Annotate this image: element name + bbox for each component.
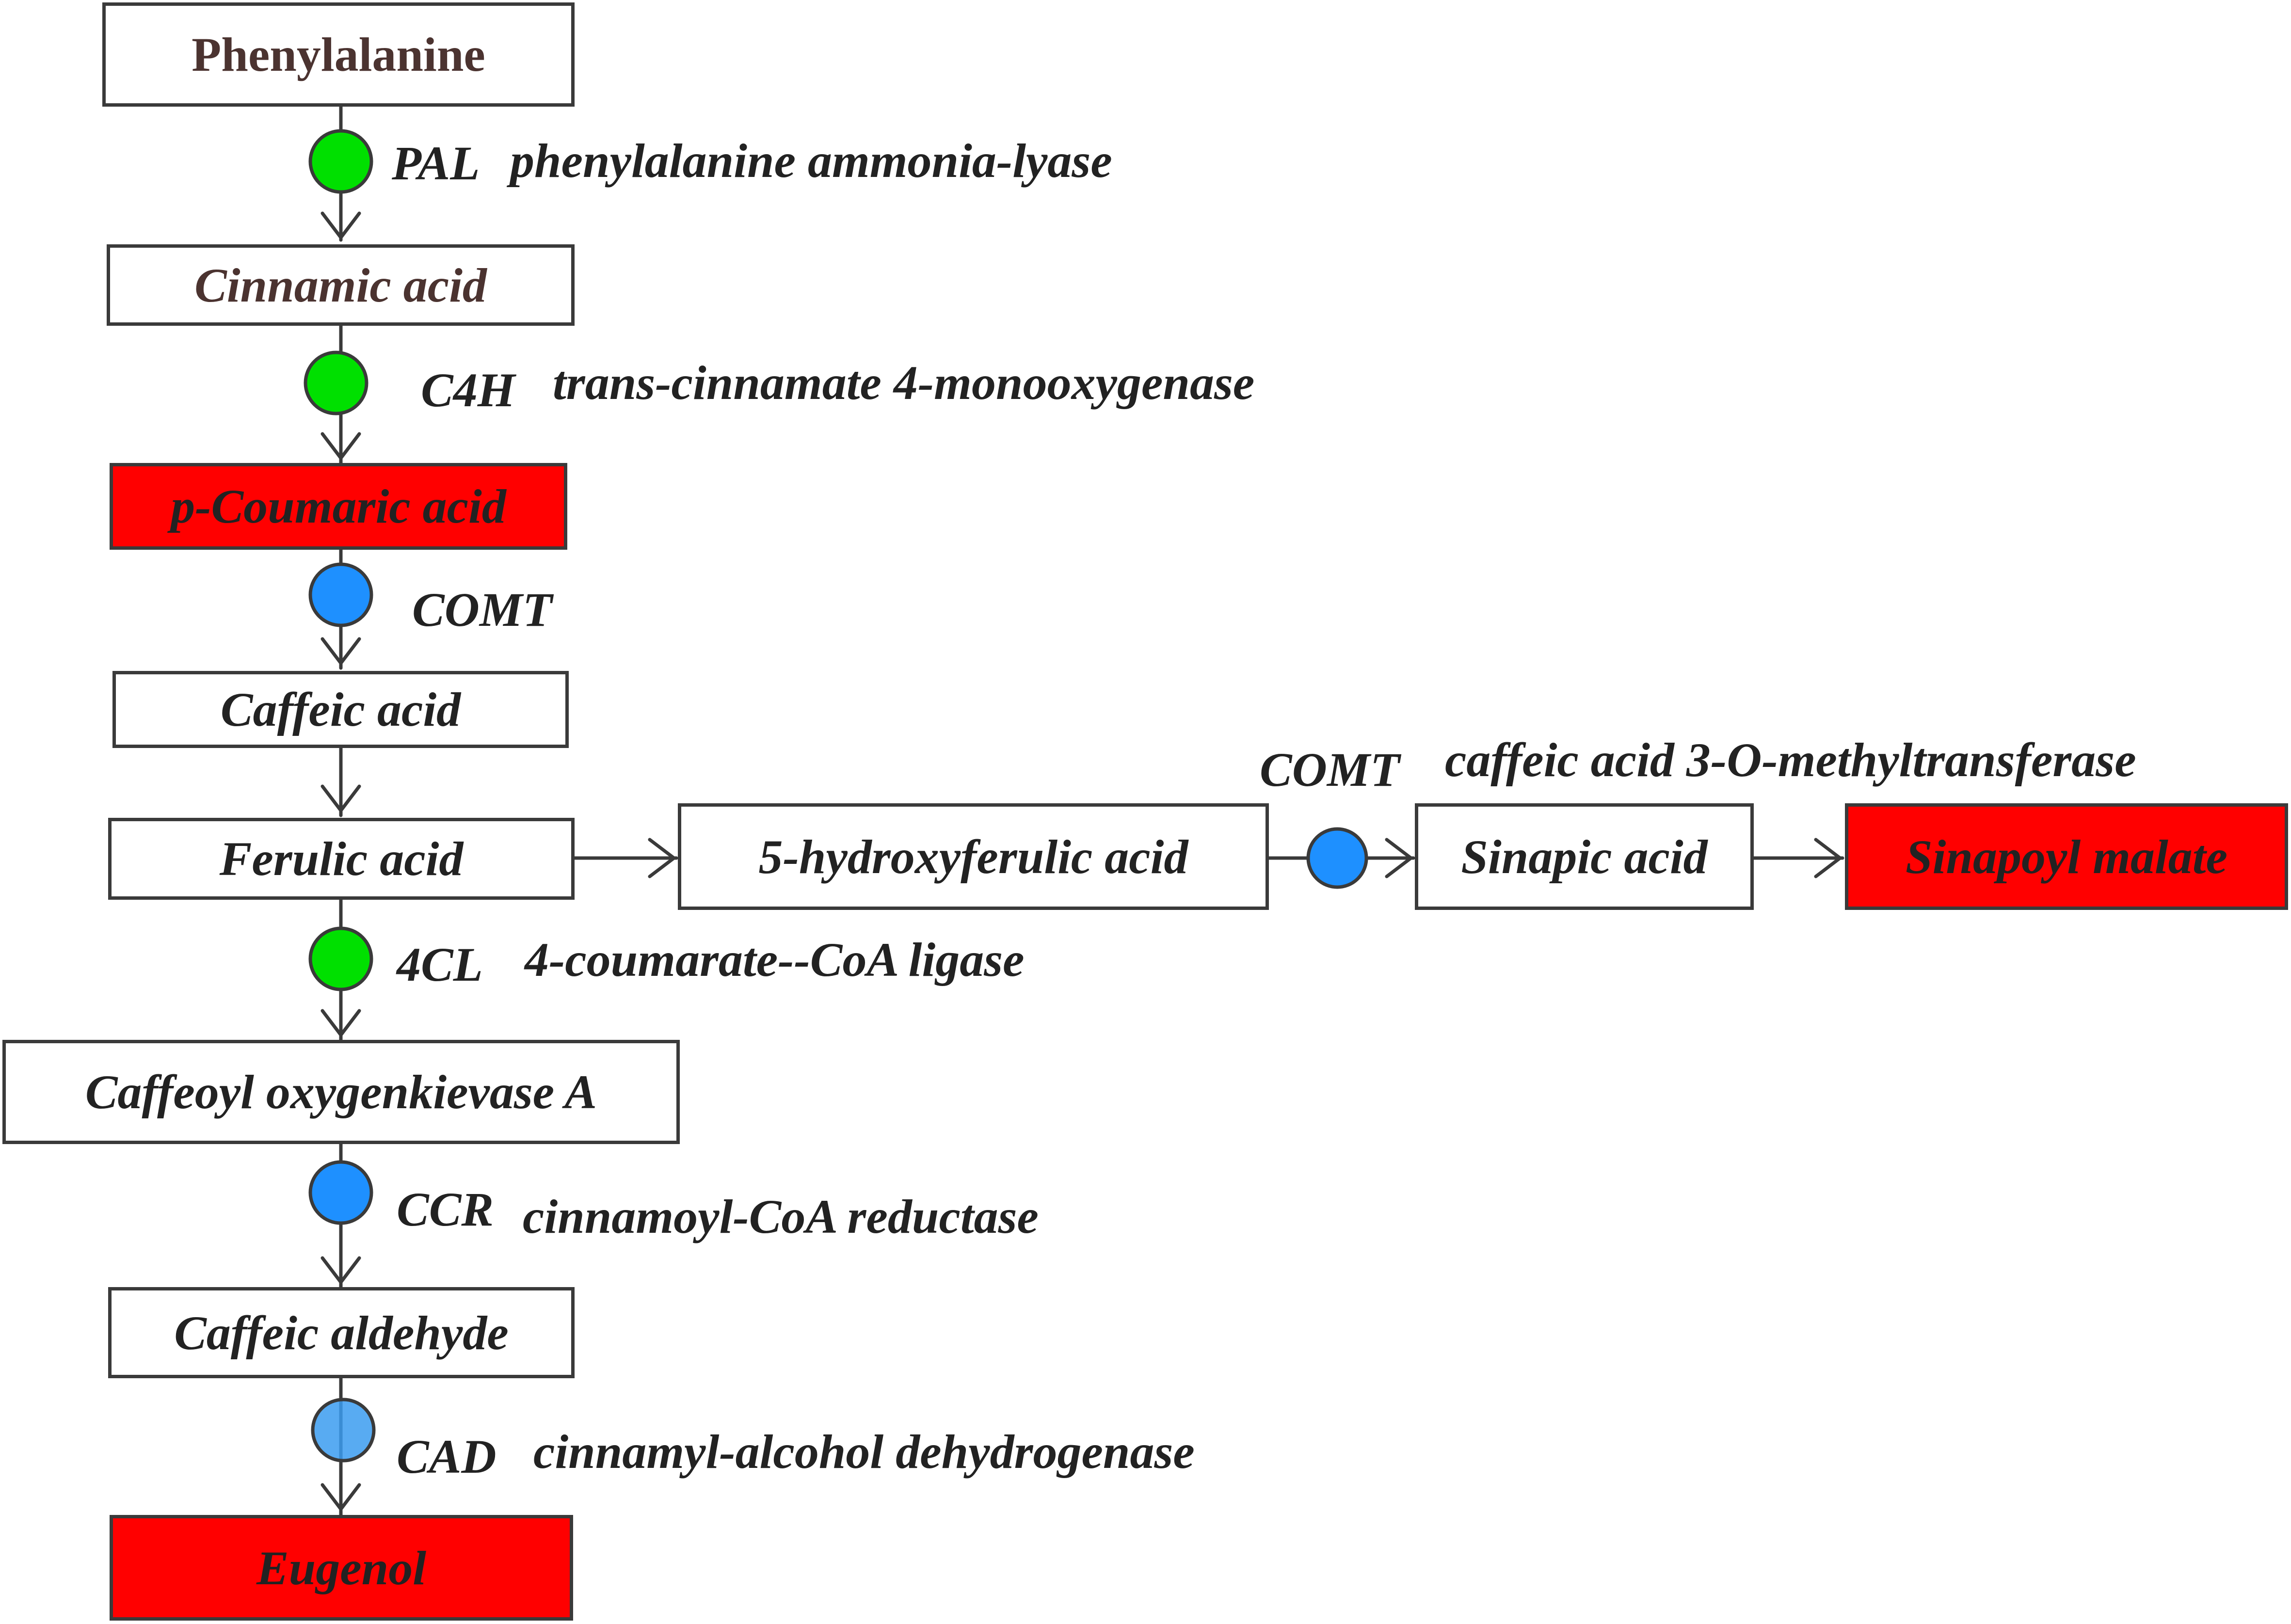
node-sinapoyl-malate: Sinapoyl malate [1845,803,2288,910]
arrowhead-cin-to-pcou [320,432,361,460]
4cl-enzyme-dot [308,926,373,991]
node-5-hydroxyferulic-acid: 5-hydroxyferulic acid [678,803,1269,910]
enzyme-cad-name: cinnamyl-alcohol dehydrogenase [533,1425,1195,1479]
enzyme-ccr-name: cinnamoyl-CoA reductase [523,1190,1039,1243]
arrowhead-cok-to-cal [320,1256,361,1284]
enzyme-c4h-abbr: C4H [421,363,515,417]
comt-enzyme-dot [308,562,373,627]
comt-branch-enzyme-dot [1306,827,1368,889]
arrowhead-phe-to-cin [320,211,361,239]
node-eugenol: Eugenol [110,1515,573,1621]
node-ferulic-acid: Ferulic acid [108,818,575,900]
ccr-enzyme-dot [308,1160,373,1225]
node-caffeoyl-oxygenkievase-a: Caffeoyl oxygenkievase A [2,1040,680,1144]
node-caffeic-acid: Caffeic acid [112,671,569,748]
arrowhead-hfa-to-sin [1385,838,1413,878]
node-sinapic-acid: Sinapic acid [1415,803,1754,910]
arrowhead-sin-to-smal [1814,838,1842,878]
enzyme-comt-abbr: COMT [412,583,552,637]
enzyme-comt-branch-name: caffeic acid 3-O-methyltransferase [1445,733,2136,787]
enzyme-pal-abbr: PAL [392,136,480,190]
enzyme-comt-branch-abbr: COMT [1260,743,1400,796]
arrowhead-cal-to-eug [320,1483,361,1511]
node-cinnamic-acid: Cinnamic acid [107,244,575,326]
enzyme-cad-abbr: CAD [397,1430,497,1483]
enzyme-pal-name: phenylalanine ammonia-lyase [510,134,1112,188]
arrowhead-pcou-to-caf [320,637,361,665]
node-caffeic-aldehyde: Caffeic aldehyde [108,1287,575,1378]
c4h-enzyme-dot [304,350,368,415]
arrowhead-fer-to-cok [320,1009,361,1037]
node-phenylalanine: Phenylalanine [102,2,575,107]
node-p-coumaric-acid: p-Coumaric acid [110,463,567,550]
cad-enzyme-dot [311,1398,376,1463]
enzyme-c4h-name: trans-cinnamate 4-monooxygenase [553,356,1255,410]
enzyme-ccr-abbr: CCR [397,1182,494,1236]
arrowhead-caf-to-fer [320,784,361,812]
arrowhead-fer-to-hfa [648,838,676,878]
pal-enzyme-dot [308,129,373,194]
enzyme-4cl-abbr: 4CL [397,938,483,991]
enzyme-4cl-name: 4-coumarate--CoA ligase [525,933,1025,987]
